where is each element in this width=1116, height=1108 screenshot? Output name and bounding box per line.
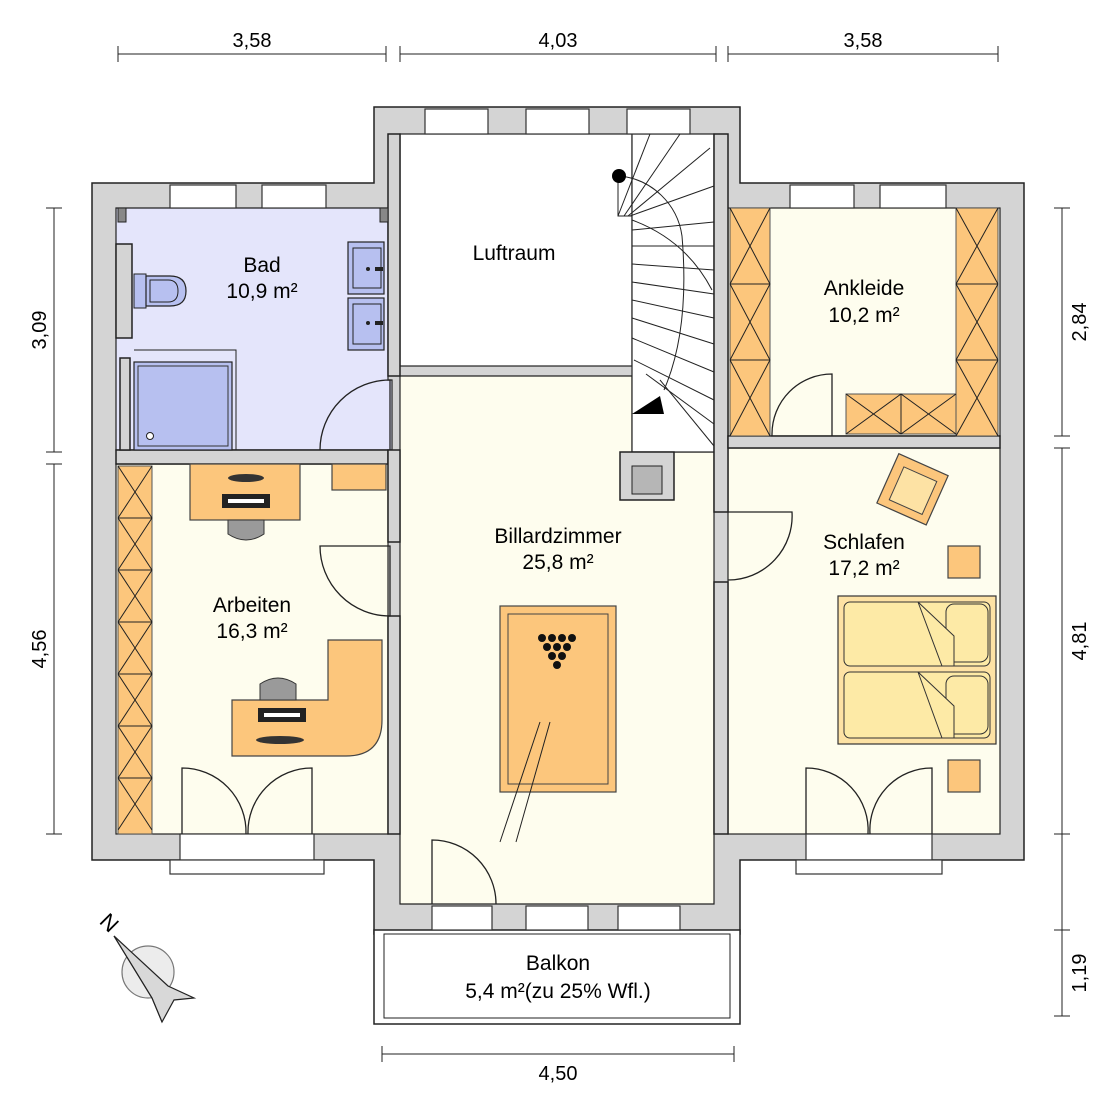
office-chair-icon bbox=[227, 519, 265, 541]
dim-top-right: 3,58 bbox=[844, 30, 883, 52]
dim-left-lower: 4,56 bbox=[29, 630, 51, 669]
dim-right-1: 2,84 bbox=[1069, 303, 1091, 342]
stair-start-dot bbox=[612, 169, 626, 183]
bathroom-fixtures bbox=[133, 241, 385, 451]
room-area-schlafen: 17,2 m² bbox=[828, 557, 899, 580]
north-arrow-icon: N bbox=[95, 908, 197, 1024]
room-name-luftraum: Luftraum bbox=[473, 242, 556, 265]
washbasin-icon bbox=[347, 241, 385, 295]
room-labels: Bad 10,9 m² Luftraum Ankleide 10,2 m² Bi… bbox=[213, 242, 905, 1003]
room-name-bad: Bad bbox=[243, 254, 280, 277]
dim-left-upper: 3,09 bbox=[29, 311, 51, 350]
billiard-table bbox=[499, 605, 617, 843]
nightstand bbox=[947, 545, 981, 579]
dim-right-2: 4,81 bbox=[1069, 622, 1091, 661]
luftraum-floor bbox=[399, 133, 633, 367]
doors bbox=[181, 373, 933, 905]
stair-arrow-icon bbox=[632, 396, 664, 414]
room-area-billard: 25,8 m² bbox=[522, 551, 593, 574]
corner-desk bbox=[231, 639, 383, 757]
room-name-schlafen: Schlafen bbox=[823, 531, 905, 554]
interior-walls bbox=[115, 133, 1001, 835]
north-label: N bbox=[95, 908, 124, 937]
schlafen-furniture bbox=[837, 452, 997, 793]
balkon-floor bbox=[373, 929, 741, 1025]
armchair-icon bbox=[876, 452, 949, 526]
wardrobe-ankleide-right bbox=[955, 207, 999, 437]
desk bbox=[189, 463, 301, 521]
room-area-balkon: 5,4 m²(zu 25% Wfl.) bbox=[465, 980, 651, 1003]
dim-bottom: 4,50 bbox=[539, 1063, 578, 1085]
dim-top-left: 3,58 bbox=[233, 30, 272, 52]
dim-top-center: 4,03 bbox=[539, 30, 578, 52]
toilet-icon bbox=[133, 273, 187, 309]
washbasin-icon bbox=[347, 297, 385, 351]
staircase bbox=[612, 133, 715, 452]
wardrobe-ankleide-left bbox=[729, 207, 771, 437]
windows bbox=[169, 108, 947, 931]
wardrobes bbox=[117, 207, 999, 835]
stair-floor bbox=[631, 133, 715, 453]
room-name-ankleide: Ankleide bbox=[824, 277, 905, 300]
room-area-bad: 10,9 m² bbox=[226, 280, 297, 303]
room-name-arbeiten: Arbeiten bbox=[213, 594, 291, 617]
dimension-lines: 3,58 4,03 3,58 3,09 4,56 2,84 4,81 1,19 … bbox=[29, 30, 1091, 1085]
sideboard bbox=[331, 463, 387, 491]
room-name-billard: Billardzimmer bbox=[494, 525, 621, 548]
arbeiten-furniture bbox=[189, 463, 387, 757]
bed-icon bbox=[837, 595, 997, 745]
wardrobe-ankleide-bottom bbox=[845, 393, 957, 435]
wardrobe-arbeiten bbox=[117, 465, 153, 835]
dim-right-3: 1,19 bbox=[1069, 954, 1091, 993]
room-area-arbeiten: 16,3 m² bbox=[216, 620, 287, 643]
room-area-ankleide: 10,2 m² bbox=[828, 304, 899, 327]
room-name-balkon: Balkon bbox=[526, 952, 590, 975]
billiard-balls-icon bbox=[538, 634, 576, 669]
office-chair-icon bbox=[259, 677, 297, 701]
nightstand bbox=[947, 759, 981, 793]
